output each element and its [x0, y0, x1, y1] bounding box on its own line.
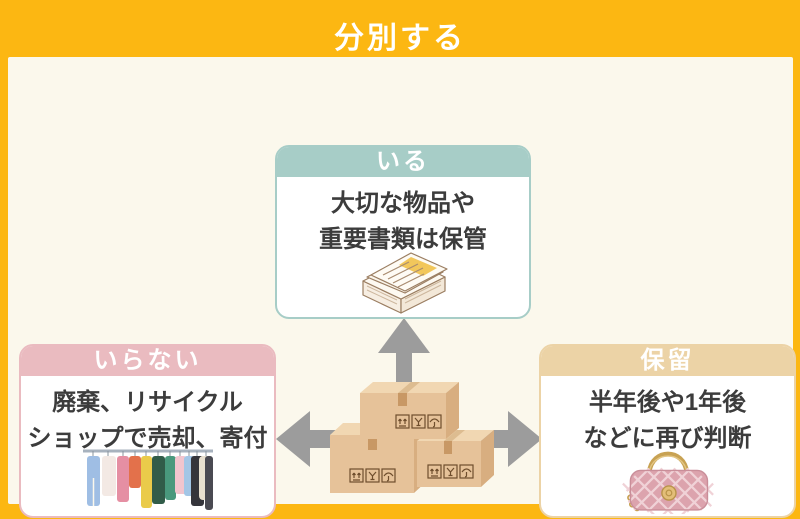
card-discard-line-2: ショップで売却、寄付 — [27, 425, 268, 452]
card-need-line-2: 重要書類は保管 — [319, 226, 487, 253]
card-need-body: 大切な物品や 重要書類は保管 — [277, 177, 529, 317]
card-discard-header: いらない — [21, 346, 274, 376]
card-hold-line-2: などに再び判断 — [583, 425, 752, 452]
card-discard-body: 廃棄、リサイクル ショップで売却、寄付 — [21, 376, 274, 516]
card-discard-line-1: 廃棄、リサイクル — [52, 389, 243, 416]
card-discard: いらない 廃棄、リサイクル ショップで売却、寄付 — [19, 344, 276, 518]
handbag-icon — [621, 451, 714, 514]
card-hold-header: 保留 — [541, 346, 794, 376]
documents-stack-icon — [362, 252, 448, 314]
card-need: いる 大切な物品や 重要書類は保管 — [275, 145, 531, 319]
card-need-line-1: 大切な物品や — [331, 190, 475, 217]
page-title: 分別する — [334, 22, 466, 55]
card-hold-line-1: 半年後や1年後 — [588, 389, 747, 416]
cardboard-boxes-icon — [330, 382, 494, 493]
card-need-header: いる — [277, 147, 529, 177]
card-hold: 保留 半年後や1年後 などに再び判断 — [539, 344, 796, 518]
card-hold-body: 半年後や1年後 などに再び判断 — [541, 376, 794, 516]
diagram-canvas: いる 大切な物品や 重要書類は保管 — [8, 57, 796, 518]
clothes-rack-icon — [82, 449, 213, 510]
